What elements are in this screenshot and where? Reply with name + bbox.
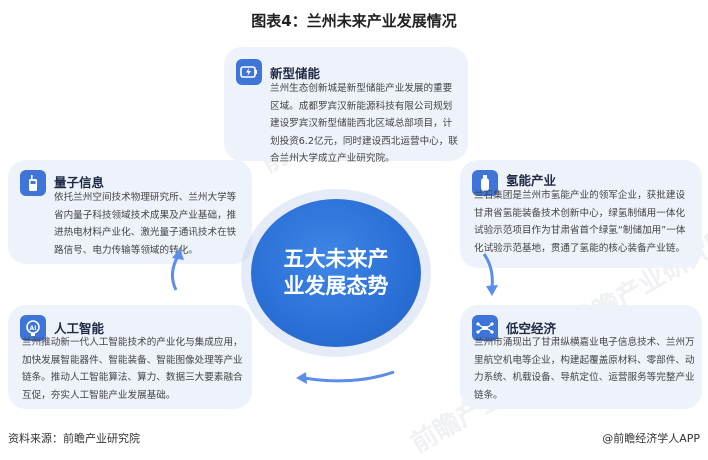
card-title: 氢能产业 <box>506 173 557 188</box>
svg-text:AI: AI <box>30 325 37 332</box>
card-text: 兰州生态创新城是新型储能产业发展的重要区域。成都罗宾汉新能源科技有限公司规划建设… <box>270 83 458 164</box>
card-text: 依托兰州空间技术物理研究所、兰州大学等省内量子科技领域技术成果及产业基础，推进热… <box>54 192 237 256</box>
card-text: 兰州市涌现出了甘肃纵横嘉业电子信息技术、兰州万里航空机电等企业，构建起覆盖原材料… <box>474 337 695 401</box>
arrow-icon <box>482 253 498 296</box>
card-title: 人工智能 <box>54 321 105 336</box>
card-new-energy-storage: 新型储能 兰州生态创新城是新型储能产业发展的重要区域。成都罗宾汉新能源科技有限公… <box>224 47 468 164</box>
drone-icon <box>472 315 498 341</box>
chart-title: 图表4：兰州未来产业发展情况 <box>251 12 457 30</box>
card-title: 量子信息 <box>54 175 105 190</box>
battery-charge-icon <box>236 59 262 85</box>
source-note: 资料来源：前瞻产业研究院 <box>8 432 140 445</box>
card-text: 兰州推动新一代人工智能技术的产业化与集成应用，加快发展智能器件、智能装备、智能图… <box>22 337 243 401</box>
brand-credit: @前瞻经济学人APP <box>602 432 700 445</box>
card-quantum-info: 量子信息 依托兰州空间技术物理研究所、兰州大学等省内量子科技领域技术成果及产业基… <box>8 160 252 264</box>
card-title: 低空经济 <box>506 321 557 336</box>
arrow-icon <box>296 370 395 384</box>
center-label: 五大未来产业发展态势 <box>283 247 389 298</box>
card-artificial-intelligence: AI 人工智能 兰州推动新一代人工智能技术的产业化与集成应用，加快发展智能器件、… <box>8 305 252 409</box>
gas-cylinder-icon <box>472 170 498 196</box>
walkie-talkie-icon <box>20 170 46 196</box>
card-title: 新型储能 <box>270 66 321 81</box>
card-text: 兰石集团是兰州市氢能产业的领军企业，获批建设甘肃省氢能装备技术创新中心，绿氢制储… <box>474 190 686 254</box>
card-low-altitude-economy: 低空经济 兰州市涌现出了甘肃纵横嘉业电子信息技术、兰州万里航空机电等企业，构建起… <box>460 305 702 409</box>
arrow-icon <box>171 248 184 291</box>
ai-brain-icon: AI <box>20 315 46 341</box>
card-hydrogen: 氢能产业 兰石集团是兰州市氢能产业的领军企业，获批建设甘肃省氢能装备技术创新中心… <box>460 160 702 268</box>
center-circle: 五大未来产业发展态势 <box>251 199 421 347</box>
